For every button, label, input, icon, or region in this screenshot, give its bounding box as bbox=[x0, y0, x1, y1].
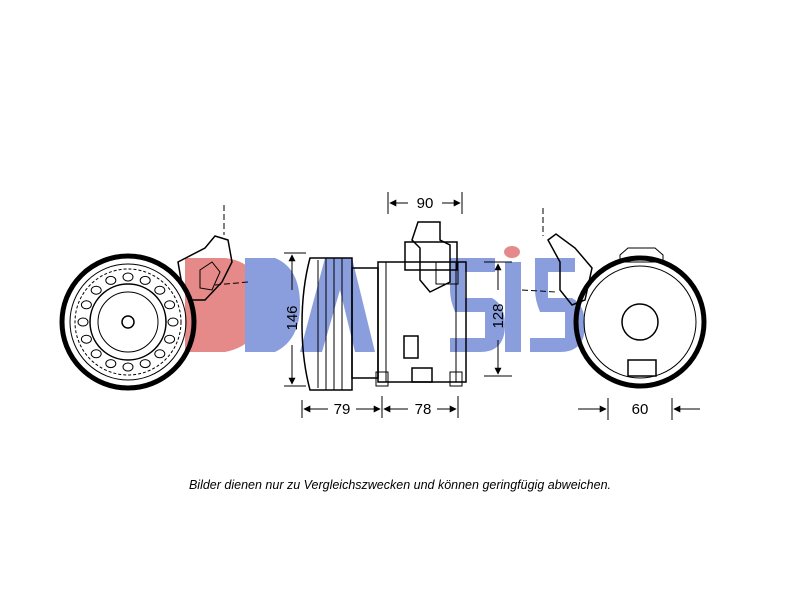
pulley-bolt bbox=[80, 300, 92, 310]
pulley-bolt bbox=[105, 359, 117, 369]
watermark-logo bbox=[185, 246, 585, 352]
pulley-bolt bbox=[122, 272, 134, 282]
dimension-height-right: 128 bbox=[490, 303, 507, 328]
side-view-compressor bbox=[301, 221, 467, 391]
dimension-height-left: 146 bbox=[284, 305, 301, 330]
dimension-lines bbox=[284, 192, 700, 420]
pulley-bolt bbox=[154, 349, 166, 359]
pulley-bolt bbox=[167, 317, 179, 327]
pulley-bolt bbox=[139, 275, 151, 285]
pulley-bolt bbox=[90, 285, 102, 295]
pulley-bolt bbox=[164, 300, 176, 310]
pulley-bolt bbox=[139, 359, 151, 369]
pulley-bolt bbox=[122, 362, 134, 372]
pulley-bolt bbox=[105, 275, 117, 285]
pulley-bolt bbox=[90, 349, 102, 359]
pulley-bolt bbox=[77, 317, 89, 327]
pulley-bolt bbox=[154, 285, 166, 295]
dimension-depth-right: 78 bbox=[415, 401, 432, 418]
pulley-bolt bbox=[80, 334, 92, 344]
dimension-depth-left: 79 bbox=[334, 401, 351, 418]
disclaimer-caption: Bilder dienen nur zu Vergleichszwecken u… bbox=[188, 478, 612, 492]
dimension-width-top: 90 bbox=[417, 195, 434, 212]
dimension-side-width: 60 bbox=[632, 401, 649, 418]
pulley-bolt bbox=[164, 334, 176, 344]
front-view-pulley bbox=[59, 205, 249, 391]
rear-view-compressor bbox=[521, 208, 707, 389]
